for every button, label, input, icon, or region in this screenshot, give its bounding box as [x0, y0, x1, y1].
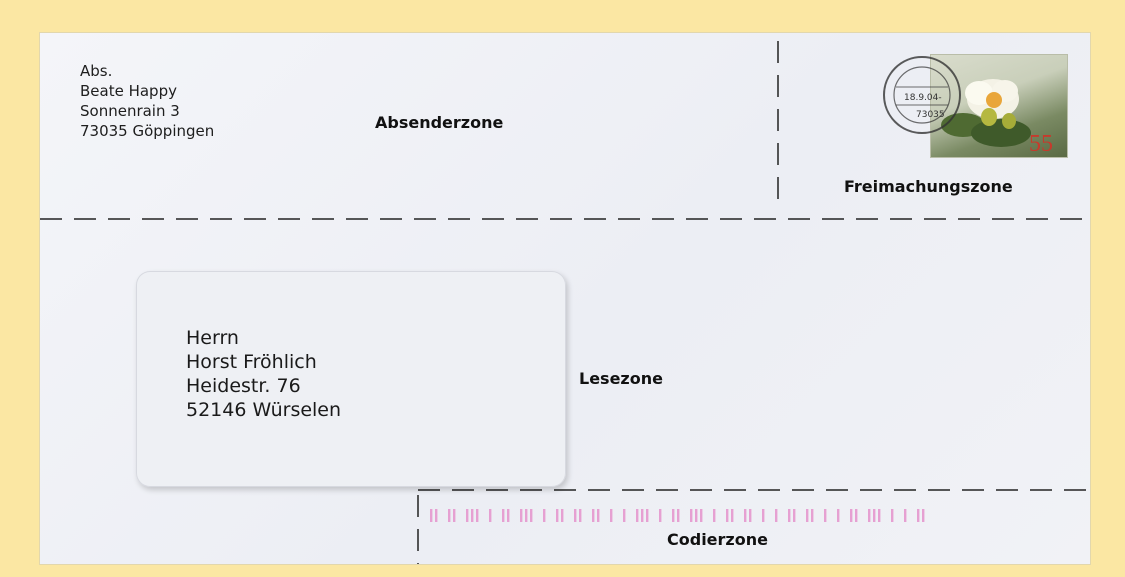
barcode-bar: [690, 509, 693, 522]
postmark-date: 18.9.04-: [904, 93, 942, 103]
barcode-bar: [561, 509, 564, 522]
postmark-zip: 73035: [916, 110, 945, 120]
label-lesezone: Lesezone: [579, 369, 663, 388]
barcode-bar: [868, 509, 871, 522]
recipient-line: 52146 Würselen: [186, 399, 342, 421]
barcode-bar: [476, 509, 479, 522]
barcode-bar: [762, 509, 765, 522]
barcode-bar: [520, 509, 523, 522]
barcode-bar: [435, 509, 438, 522]
barcode-bar: [695, 509, 698, 522]
barcode-bar: [672, 509, 675, 522]
barcode-bar: [489, 509, 492, 522]
barcode-bar: [731, 509, 734, 522]
postmark-icon: 18.9.04- 73035: [883, 56, 961, 134]
barcode-bar: [659, 509, 662, 522]
label-codierzone: Codierzone: [667, 530, 768, 549]
sender-line: 73035 Göppingen: [80, 122, 215, 140]
stamp-value: 55: [1029, 131, 1053, 157]
barcode-bar: [430, 509, 433, 522]
recipient-line: Herrn: [186, 327, 239, 349]
barcode-bar: [726, 509, 729, 522]
barcode-bar: [610, 509, 613, 522]
barcode-bar: [824, 509, 827, 522]
barcode-bar: [466, 509, 469, 522]
barcode-bar: [775, 509, 778, 522]
sender-line: Abs.: [80, 62, 113, 80]
barcode-bar: [700, 509, 703, 522]
barcode-bar: [855, 509, 858, 522]
barcode-bar: [623, 509, 626, 522]
flower-icon: 55: [941, 79, 1053, 157]
barcode-bar: [713, 509, 716, 522]
barcode-bar: [556, 509, 559, 522]
barcode-bar: [677, 509, 680, 522]
barcode-bar: [525, 509, 528, 522]
recipient-line: Horst Fröhlich: [186, 351, 317, 373]
barcode-bar: [904, 509, 907, 522]
barcode-bar: [641, 509, 644, 522]
barcode-bar: [850, 509, 853, 522]
barcode-bar: [917, 509, 920, 522]
barcode-bar: [448, 509, 451, 522]
barcode-bar: [592, 509, 595, 522]
barcode-bar: [749, 509, 752, 522]
barcode-bar: [574, 509, 577, 522]
barcode-bar: [891, 509, 894, 522]
sender-line: Beate Happy: [80, 82, 177, 100]
barcode-bar: [453, 509, 456, 522]
barcode-bar: [788, 509, 791, 522]
sender-address: Abs. Beate Happy Sonnenrain 3 73035 Göpp…: [80, 61, 214, 141]
label-freimachungszone: Freimachungszone: [844, 177, 1013, 196]
label-absenderzone: Absenderzone: [375, 113, 504, 132]
barcode-bar: [922, 509, 925, 522]
postage-stamp: 55 18.9.04- 73035: [883, 53, 1068, 161]
recipient-line: Heidestr. 76: [186, 375, 301, 397]
barcode-bar: [530, 509, 533, 522]
recipient-address: Herrn Horst Fröhlich Heidestr. 76 52146 …: [186, 326, 341, 422]
barcode-bar: [471, 509, 474, 522]
barcode-bar: [744, 509, 747, 522]
sender-line: Sonnenrain 3: [80, 102, 180, 120]
barcode: [430, 509, 925, 522]
barcode-bar: [597, 509, 600, 522]
barcode-bar: [502, 509, 505, 522]
barcode-bar: [646, 509, 649, 522]
stamp-image: 55: [930, 54, 1068, 158]
barcode-bar: [806, 509, 809, 522]
zone-divider-lines: [40, 41, 1090, 564]
barcode-bar: [873, 509, 876, 522]
barcode-bar: [579, 509, 582, 522]
barcode-bar: [636, 509, 639, 522]
barcode-bar: [793, 509, 796, 522]
address-window: Herrn Horst Fröhlich Heidestr. 76 52146 …: [136, 271, 566, 487]
barcode-bar: [837, 509, 840, 522]
barcode-bar: [543, 509, 546, 522]
barcode-bar: [507, 509, 510, 522]
barcode-bar: [811, 509, 814, 522]
barcode-bar: [878, 509, 881, 522]
envelope: Abs. Beate Happy Sonnenrain 3 73035 Göpp…: [40, 33, 1090, 564]
